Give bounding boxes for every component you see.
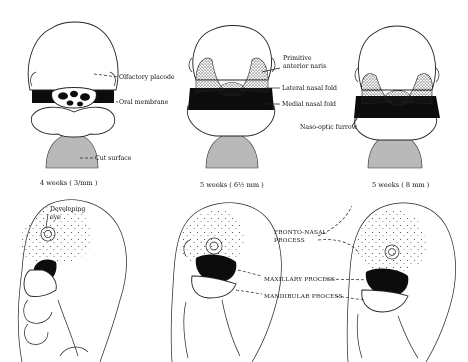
lateral-view-5-weeks-8mm <box>347 203 455 362</box>
frontonasal-prominence <box>28 22 118 90</box>
frontal-view-4-weeks <box>28 22 118 168</box>
label-developing-eye-2: eye <box>50 214 61 221</box>
label-mandibular-process: MANDIBULAR PROCESS <box>264 294 343 300</box>
label-frontonasal-1: FRONTO-NASAL <box>274 230 327 236</box>
caption-stage-3: 5 weeks ( 8 mm ) <box>372 181 430 189</box>
label-frontonasal-2: PROCESS <box>274 238 305 244</box>
frontal-view-5-weeks-8mm <box>354 26 440 168</box>
label-medial-nasal-fold: Medial nasal fold <box>282 101 336 108</box>
label-oral-membrane: Oral membrane <box>119 99 169 106</box>
label-cut-surface: Cut surface <box>95 155 132 162</box>
mandibular-arch <box>31 107 114 137</box>
caption-stage-1: 4 weeks ( 3/mm ) <box>40 179 98 187</box>
lateral-view-4-weeks <box>18 200 126 362</box>
cut-surface-shape <box>46 134 98 168</box>
frontal-view-5-weeks-6mm <box>187 26 275 169</box>
label-developing-eye-1: Developing <box>50 206 85 213</box>
label-primitive-naris-2: anterior naris <box>283 63 326 70</box>
label-primitive-naris-1: Primitive <box>283 55 312 62</box>
caption-stage-2: 5 weeks ( 6½ mm ) <box>200 181 264 189</box>
label-lateral-nasal-fold: Lateral nasal fold <box>282 85 337 92</box>
label-naso-optic-furrow: Naso-optic furrow <box>300 124 358 131</box>
label-maxillary-process: MAXILLARY PROCESS <box>264 277 335 283</box>
label-olfactory-placode: Olfactory placode <box>119 74 175 81</box>
